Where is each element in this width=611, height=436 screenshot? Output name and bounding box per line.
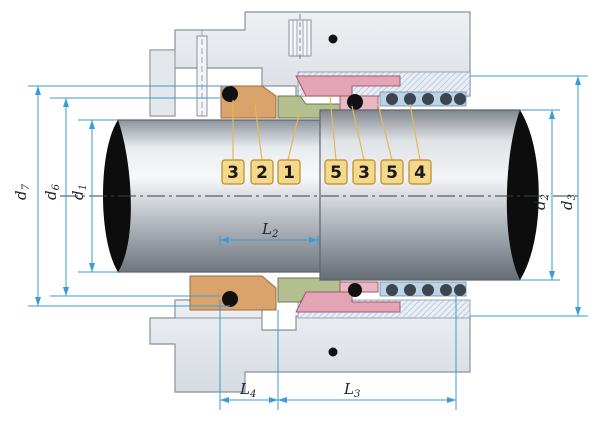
o-ring-seat-lower: [222, 291, 238, 307]
svg-text:2: 2: [256, 163, 268, 183]
svg-text:4: 4: [414, 163, 426, 183]
dimension-lines: [28, 75, 588, 410]
dimension-arrowheads: [35, 76, 581, 403]
svg-text:5: 5: [330, 163, 342, 183]
stationary-seat-lower: [189, 275, 277, 311]
dimension-label-L4: L4: [239, 380, 256, 400]
svg-text:L3: L3: [343, 380, 360, 400]
svg-text:5: 5: [386, 163, 398, 183]
dimension-label-d3: d3: [558, 194, 578, 210]
dimension-label-d1: d1: [69, 184, 89, 200]
svg-text:d2: d2: [531, 194, 551, 210]
part-badges: 3 2 1 5 3 5 4: [221, 159, 432, 185]
svg-text:d7: d7: [12, 183, 32, 200]
svg-text:d6: d6: [42, 183, 62, 200]
dimension-label-d6: d6: [42, 183, 62, 200]
part-badge: 3: [352, 159, 376, 185]
part-badge: 4: [408, 159, 432, 185]
o-ring-gland-lower: [328, 347, 338, 357]
dimension-label-L2: L2: [261, 220, 278, 240]
o-ring-seat-upper: [222, 86, 238, 102]
housing-lower: [149, 299, 471, 393]
svg-text:d1: d1: [69, 184, 89, 200]
svg-text:3: 3: [227, 163, 239, 183]
dimension-label-L3: L3: [343, 380, 360, 400]
svg-text:1: 1: [283, 163, 295, 183]
dimension-label-d7: d7: [12, 183, 32, 200]
threaded-port: [288, 14, 312, 60]
o-ring-rotating-lower: [348, 283, 362, 297]
spring-lower: [379, 281, 467, 297]
o-ring-gland-upper: [328, 34, 338, 44]
shaft: [60, 109, 580, 281]
part-badge: 3: [221, 159, 245, 185]
part-badge: 5: [380, 159, 404, 185]
part-badge: 5: [324, 159, 348, 185]
svg-text:L2: L2: [261, 220, 278, 240]
spring-upper: [379, 91, 467, 107]
leader-lines: [232, 95, 421, 161]
svg-text:3: 3: [358, 163, 370, 183]
part-badge: 2: [250, 159, 274, 185]
svg-text:d3: d3: [558, 194, 578, 210]
o-ring-rotating-upper: [347, 94, 363, 110]
part-badge: 1: [277, 159, 301, 185]
stationary-seat-upper: [220, 85, 277, 119]
dimension-label-d2: d2: [531, 194, 551, 210]
svg-text:L4: L4: [239, 380, 256, 400]
